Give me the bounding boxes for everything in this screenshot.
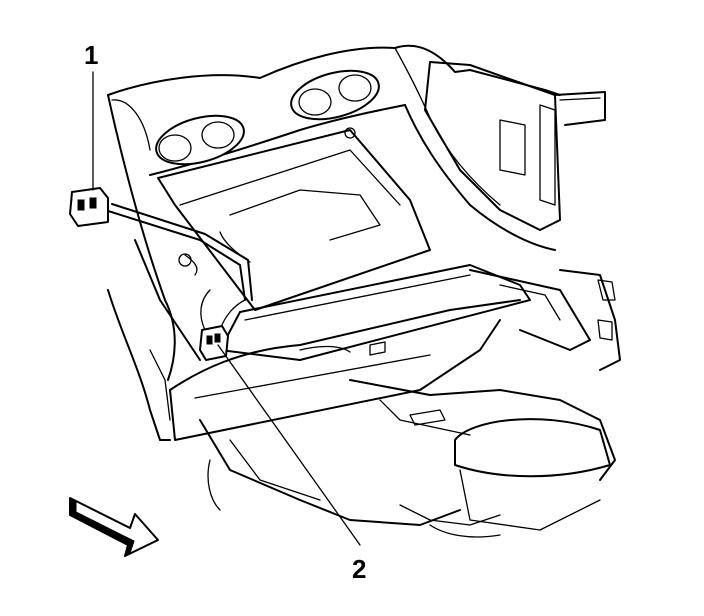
right-air-vent	[290, 69, 380, 121]
front-direction-arrow-icon	[69, 497, 159, 558]
connector-2	[199, 325, 229, 361]
right-side-panel	[424, 61, 621, 371]
left-kick-panel	[107, 239, 201, 441]
left-air-vent	[155, 114, 245, 166]
callout-2: 2	[352, 554, 366, 584]
callout-1: 1	[84, 40, 98, 70]
connector-1	[69, 187, 109, 227]
wiring-harness	[104, 203, 253, 331]
glove-box-opening	[157, 127, 431, 311]
leader-line-2	[217, 344, 361, 546]
glove-box-door	[169, 264, 531, 441]
floor-console	[199, 379, 616, 538]
